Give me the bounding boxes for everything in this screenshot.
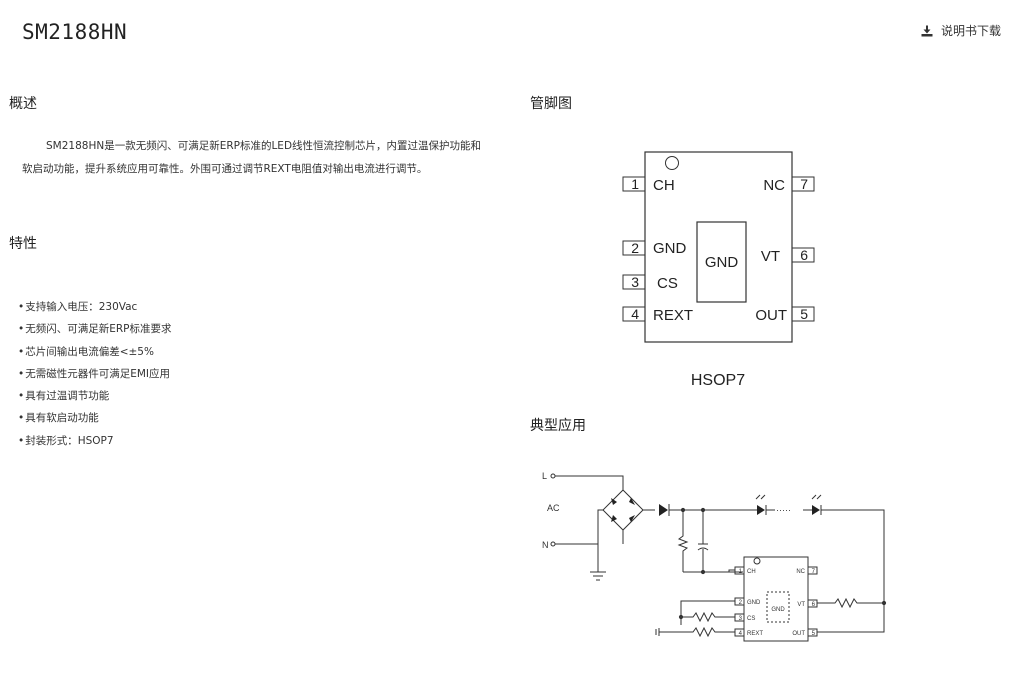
feature-item: 具有过温调节功能: [18, 385, 171, 407]
ac-label: AC: [547, 503, 560, 513]
chip-pin-number: 5: [812, 631, 816, 637]
chip-pin-5: [807, 628, 818, 637]
features-heading: 特性: [9, 236, 37, 252]
led-1: [757, 505, 765, 515]
feature-item: 无频闪、可满足新ERP标准要求: [18, 318, 171, 340]
chip-pin-number: 2: [739, 600, 743, 606]
chip-center-label: GND: [771, 607, 785, 613]
bridge-neutral-wire: [597, 509, 603, 544]
chip-pin-number: 1: [739, 569, 743, 575]
ch-wire: [728, 569, 735, 572]
pin-name: REXT: [653, 307, 693, 324]
pinout-diagram: GND 1 CH 2 GND 3 CS 4 REXT NC 7 VT 6 OUT…: [622, 151, 815, 389]
pin1-marker: [665, 156, 679, 170]
pin-number: 4: [631, 306, 639, 322]
line-wire: [555, 475, 624, 490]
pin-number: 7: [800, 176, 808, 192]
led-return-wire: [817, 509, 885, 633]
led-n-light: [816, 494, 822, 500]
feature-item: 封装形式：HSOP7: [18, 430, 171, 452]
pin-name: CH: [653, 177, 675, 194]
center-pad: [696, 221, 747, 303]
junction-dot: [881, 600, 887, 606]
line-label: L: [542, 471, 547, 481]
rext-resistor: [659, 626, 735, 638]
pin-4: 4 REXT: [622, 306, 693, 324]
pin-1: 1 CH: [622, 176, 675, 194]
cs-resistor: [681, 611, 735, 623]
feature-item: 无需磁性元器件可满足EMI应用: [18, 363, 171, 385]
chip-pin-name: OUT: [792, 631, 805, 637]
led-1-light: [755, 494, 761, 500]
chip-pin-number: 4: [739, 631, 743, 637]
rectifier-diode: [659, 504, 668, 516]
overview-text: SM2188HN是一款无频闪、可满足新ERP标准的LED线性恒流控制芯片，内置过…: [22, 140, 482, 175]
feature-item: 具有软启动功能: [18, 407, 171, 429]
led-n-light: [811, 494, 817, 500]
chip-pin-name: CS: [747, 616, 755, 622]
junction-dot: [678, 614, 684, 620]
line-terminal: [550, 473, 556, 479]
manual-download-link[interactable]: 说明书下载: [921, 22, 1001, 39]
chip-pin1-marker: [753, 557, 761, 565]
pin-7: NC 7: [763, 176, 815, 194]
bleeder-resistor: [677, 510, 689, 572]
pin-name: CS: [657, 275, 678, 292]
pin-name: VT: [761, 248, 780, 265]
led-1-light: [760, 494, 766, 500]
chip-pin-number: 6: [812, 602, 816, 608]
features-list: 支持输入电压：230Vac 无频闪、可满足新ERP标准要求 芯片间输出电流偏差<…: [18, 296, 171, 452]
overview-heading: 概述: [9, 96, 37, 112]
pin-6: VT 6: [761, 247, 815, 265]
pinout-heading: 管脚图: [530, 96, 572, 112]
chip-pin-name: NC: [796, 569, 805, 575]
vt-resistor: [817, 597, 884, 609]
pin-name: GND: [653, 240, 687, 257]
capacitor-plate: [697, 547, 709, 551]
application-chip: GND 1 CH 2 GND 3 CS 4 REXT NC 7 VT 6 OUT…: [734, 556, 818, 642]
pin-number: 3: [631, 274, 639, 290]
pin-3: 3 CS: [622, 274, 678, 292]
chip-pin-7: [807, 566, 818, 575]
page-title: SM2188HN: [22, 20, 128, 44]
neutral-label: N: [542, 540, 549, 550]
chip-pin-name: REXT: [747, 631, 763, 637]
led-ellipsis: ·····: [776, 505, 791, 515]
chip-pin-number: 3: [739, 616, 743, 622]
pin-2: 2 GND: [622, 240, 687, 257]
download-icon: [921, 25, 933, 37]
feature-item: 支持输入电压：230Vac: [18, 296, 171, 318]
junction-dot: [700, 569, 706, 575]
pin-number: 1: [631, 176, 639, 192]
led-n: [812, 505, 820, 515]
chip-pin-name: GND: [747, 600, 761, 606]
pin-number: 5: [800, 306, 808, 322]
application-heading: 典型应用: [530, 418, 586, 434]
ground-wire: [590, 544, 606, 573]
pin-5: OUT 5: [755, 306, 815, 324]
pin-name: OUT: [755, 307, 787, 324]
package-label: HSOP7: [691, 372, 745, 389]
bridge-rectifier: [602, 489, 644, 531]
pin-number: 6: [800, 247, 808, 263]
feature-item: 芯片间输出电流偏差<±5%: [18, 341, 171, 363]
pin-number: 2: [631, 240, 639, 256]
pin-name: NC: [763, 177, 785, 194]
chip-pin-name: VT: [797, 602, 805, 608]
chip-center-pad: [766, 591, 790, 623]
download-label[interactable]: 说明书下载: [940, 24, 1001, 38]
neutral-terminal: [550, 541, 556, 547]
chip-pin-name: CH: [747, 569, 756, 575]
chip-pin-number: 7: [812, 569, 816, 575]
application-circuit: L AC N ····· GND: [542, 471, 887, 642]
center-pad-label: GND: [705, 254, 739, 271]
